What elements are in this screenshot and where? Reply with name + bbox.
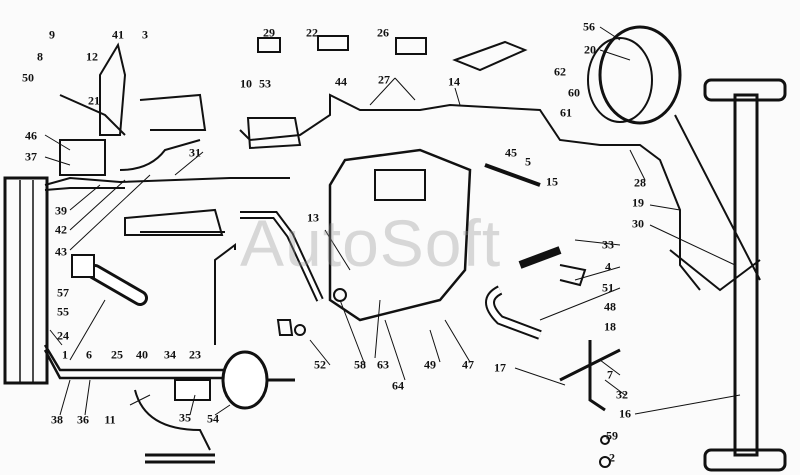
- axle-beam: [733, 93, 759, 457]
- watermark: AutoSoft: [240, 206, 502, 280]
- callout-label: 41: [112, 27, 124, 42]
- callout-label: 22: [306, 25, 318, 40]
- callout-label: 63: [377, 357, 389, 372]
- callout-label: 61: [560, 105, 572, 120]
- callout-label: 34: [164, 347, 176, 362]
- callout-label: 24: [57, 328, 69, 343]
- callout-label: 42: [55, 222, 67, 237]
- brake-drum: [598, 25, 682, 125]
- callout-label: 21: [88, 93, 100, 108]
- callout-label: 29: [263, 25, 275, 40]
- callout-label: 1: [62, 347, 68, 362]
- callout-label: 37: [25, 149, 37, 164]
- callout-label: 27: [378, 72, 390, 87]
- callout-label: 33: [602, 237, 614, 252]
- callout-label: 25: [111, 347, 123, 362]
- callout-label: 31: [189, 145, 201, 160]
- callout-label: 62: [554, 64, 566, 79]
- callout-label: 30: [632, 216, 644, 231]
- callout-label: 57: [57, 285, 69, 300]
- callout-label: 10: [240, 76, 252, 91]
- brake-chamber: [221, 350, 269, 410]
- brake-pipe-upper: [44, 176, 290, 186]
- callout-label: 48: [604, 299, 616, 314]
- callout-label: 53: [259, 76, 271, 91]
- callout-label: 19: [632, 195, 644, 210]
- callout-label: 15: [546, 174, 558, 189]
- callout-label: 64: [392, 378, 404, 393]
- callout-label: 55: [57, 304, 69, 319]
- callout-label: 43: [55, 244, 67, 259]
- callout-label: 16: [619, 406, 631, 421]
- callout-label: 36: [77, 412, 89, 427]
- callout-label: 9: [49, 27, 55, 42]
- callout-label: 38: [51, 412, 63, 427]
- callout-label: 44: [335, 74, 347, 89]
- callout-label: 39: [55, 203, 67, 218]
- callout-label: 17: [494, 360, 506, 375]
- brake-pipe: [43, 344, 230, 380]
- callout-label: 45: [505, 145, 517, 160]
- callout-label: 7: [607, 367, 613, 382]
- callout-label: 35: [179, 410, 191, 425]
- callout-label: 5: [525, 154, 531, 169]
- callout-label: 40: [136, 347, 148, 362]
- callout-label: 18: [604, 319, 616, 334]
- pipe-44: [239, 93, 701, 291]
- callout-label: 50: [22, 70, 34, 85]
- callout-label: 8: [37, 49, 43, 64]
- radiator: [3, 176, 49, 385]
- callout-label: 59: [606, 428, 618, 443]
- callout-label: 52: [314, 357, 326, 372]
- callout-label: 14: [448, 74, 460, 89]
- callout-label: 3: [142, 27, 148, 42]
- engine: [328, 148, 472, 322]
- callout-label: 32: [616, 387, 628, 402]
- leader-lines: [44, 26, 741, 416]
- callout-label: 6: [86, 347, 92, 362]
- callout-label: 20: [584, 42, 596, 57]
- callout-label: 13: [307, 210, 319, 225]
- callout-label: 60: [568, 85, 580, 100]
- callout-label: 11: [104, 412, 116, 427]
- callout-label: 2: [609, 450, 615, 465]
- callout-label: 4: [605, 259, 611, 274]
- callout-label: 51: [602, 280, 614, 295]
- callout-label: 49: [424, 357, 436, 372]
- callout-label: 26: [377, 25, 389, 40]
- callout-label: 56: [583, 19, 595, 34]
- callout-label: 12: [86, 49, 98, 64]
- callout-label: 54: [207, 411, 219, 426]
- callout-label: 58: [354, 357, 366, 372]
- callout-label: 46: [25, 128, 37, 143]
- callout-label: 23: [189, 347, 201, 362]
- callout-label: 28: [634, 175, 646, 190]
- callout-label: 47: [462, 357, 474, 372]
